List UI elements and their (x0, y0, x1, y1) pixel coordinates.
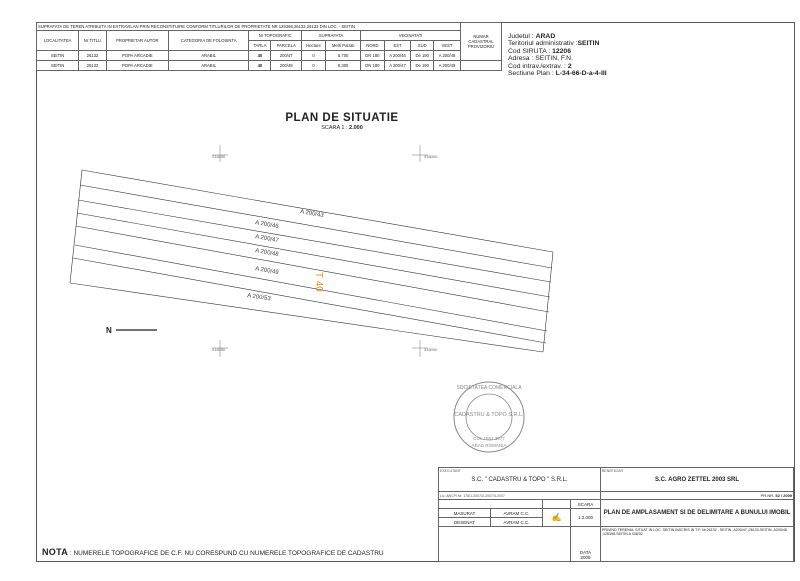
cell: SEITIN (35, 60, 80, 71)
scale-value: 2.000 (349, 125, 363, 131)
desenat-value: AVRAM C.C. (490, 517, 543, 527)
parcel-label: A 200/48 (255, 248, 280, 258)
beneficiar-label: BENEFICIAR (602, 469, 624, 473)
cod-label: Cod intrav./extrav. : (508, 62, 566, 70)
pr-label: PR.NR. (760, 493, 775, 498)
grid-coord: 318000 (424, 347, 438, 352)
scara-value: 1:2.000 (569, 508, 602, 527)
cell: 8.300 (325, 60, 362, 71)
stamp-text: SOCIETATEA COMERCIALA (456, 385, 522, 391)
grid-coord: 218450 (212, 154, 226, 159)
grid-coord: 318000 (424, 154, 438, 159)
parcel-label: A 200/46 (255, 220, 280, 230)
north-label: N (106, 326, 112, 335)
col-numar-cadastral: NUMAR CADASTRAL PROVIZORIU (460, 22, 502, 61)
parcel-boundary (81, 169, 554, 253)
parcel-label: A 200/49 (255, 266, 280, 276)
desenat-label: DESENAT (438, 517, 491, 527)
license: Lic. ANCPI Nr. 176/1-2007/2-2007/3-2007 (437, 491, 602, 500)
cell: 0 (300, 60, 327, 71)
plan-amplasament-title: PLAN DE AMPLASAMENT SI DE DELIMITARE A B… (600, 499, 795, 527)
cod-value: 2 (567, 62, 572, 70)
grid-coord: 218450 (212, 347, 226, 352)
parcel-boundary (76, 212, 551, 298)
siruta-value: 12206 (552, 47, 571, 55)
signature: ✍ (542, 508, 571, 527)
scale-label: SCARA 1 : (321, 125, 348, 131)
judet-value: ARAD (535, 33, 556, 40)
parcel-label: A 200/43 (300, 209, 325, 219)
parcel-label: A 200/47 (255, 234, 280, 244)
parcel-boundary (542, 251, 554, 353)
siruta-label: Cod SIRUTA : (508, 47, 551, 55)
plan-title: PLAN DE SITUATIE (285, 112, 399, 124)
data-value: 2009 (580, 555, 591, 560)
scara-label: SCARA (569, 499, 602, 509)
property-table: SUPRAFATA DE TEREN ATRIBUITA IN EXTRAVIL… (35, 22, 502, 71)
teritoriu-label: Teritoriul administrativ : (508, 40, 578, 48)
nota: NOTA : NUMERELE TOPOGRAFICE DE C.F. NU C… (42, 547, 384, 557)
parcel-boundary (69, 282, 544, 353)
parcel-boundary (72, 257, 547, 344)
sectiune-value: L-34-66-D-a-4-III (555, 70, 607, 78)
masurat-label: MASURAT (438, 508, 491, 518)
adresa: Adresa : SEITIN, F.N. (508, 55, 573, 63)
nota-text: : NUMERELE TOPOGRAFICE DE C.F. NU CORESP… (69, 550, 384, 557)
parcel-boundary (79, 184, 553, 269)
stamp-text: CUI: 1557 3677 (473, 436, 505, 441)
teritoriu-value: SEITIN (577, 40, 600, 48)
plan-description: PRIVIND TERENUL SITUAT IN LOC. SEITIN IN… (600, 526, 795, 562)
executant-name: S.C. " CADASTRU & TOPO " S.R.L. (471, 477, 568, 483)
executant-label: EXECUTANT (440, 469, 461, 473)
masurat-value: AVRAM C.C. (490, 508, 543, 518)
location-info: Judetul : ARAD Teritoriul administrativ … (508, 33, 607, 77)
judet-label: Judetul : (508, 33, 534, 40)
parcel-boundary (77, 199, 552, 283)
parcel-boundary (69, 169, 83, 284)
stamp-text: CADASTRU & TOPO S.R.L. (454, 412, 524, 418)
stamp-text: ARAD ROMANIA (472, 443, 507, 448)
parcel-label: A 200/53 (247, 293, 272, 302)
table-row: SEITIN 26133 POPA ARCADIE ARABIL 40 200/… (35, 60, 502, 71)
company-stamp: SOCIETATEA COMERCIALA CADASTRU & TOPO S.… (453, 381, 525, 453)
sectiune-label: Sectiune Plan : (508, 70, 554, 78)
parcel-boundary (74, 244, 548, 332)
beneficiar-name: S.C. AGRO ZETTEL 2003 SRL (655, 477, 740, 483)
data-label: DATA (579, 550, 592, 555)
cell: 200/48 (270, 60, 302, 71)
pr-value: 52 / 2009 (775, 493, 793, 498)
parcel-boundary (75, 225, 550, 313)
title-block: EXECUTANT S.C. " CADASTRU & TOPO " S.R.L… (437, 467, 795, 562)
nota-label: NOTA (42, 547, 69, 557)
tarla-label: T 40 (313, 272, 324, 292)
plan-title-block: PLAN DE SITUATIE SCARA 1 : 2.000 (250, 112, 434, 131)
cell: A 200/47 (383, 60, 412, 71)
cell (460, 60, 502, 71)
